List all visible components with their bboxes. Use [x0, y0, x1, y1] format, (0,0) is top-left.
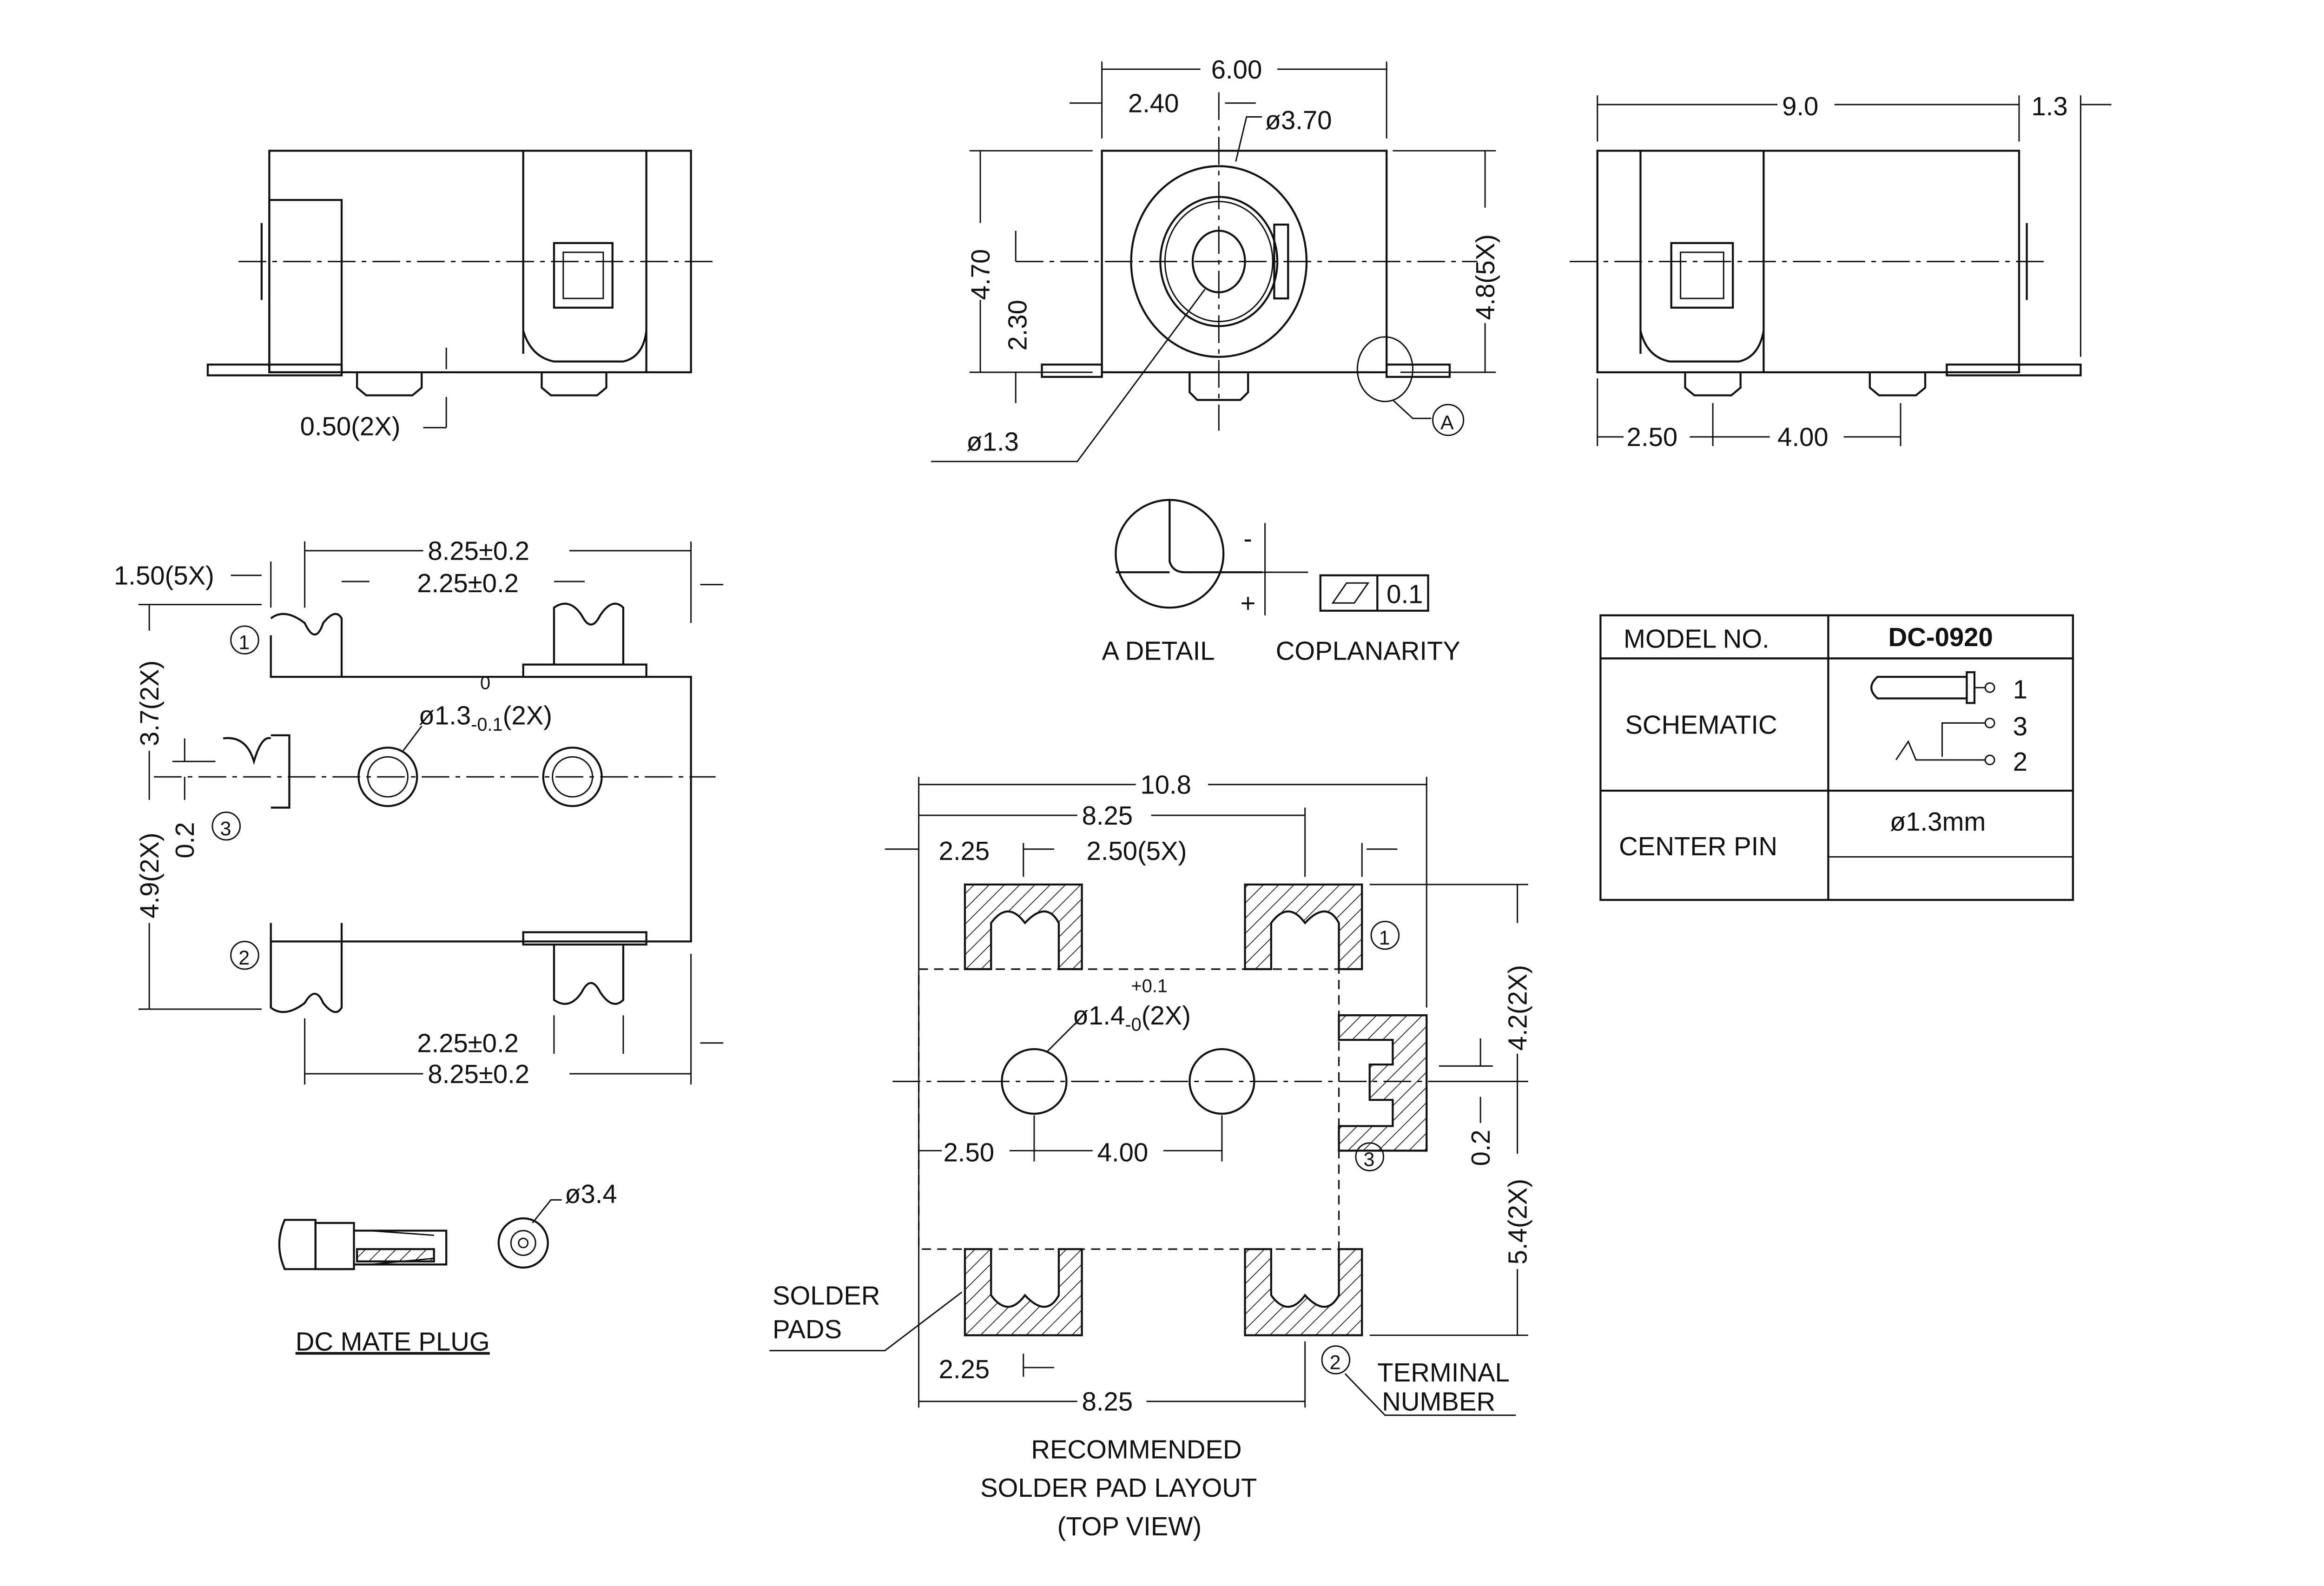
pin-2: 2: [2013, 747, 2027, 776]
flatness-icon: [1331, 582, 1370, 604]
hole-tol-upper: 0: [480, 673, 490, 694]
pad-hole-dim: ø1.4-0(2X): [1073, 1001, 1191, 1035]
hole-x2-dim: 4.00: [1097, 1138, 1149, 1167]
offset-dim: 2.40: [1128, 89, 1179, 118]
model-value: DC-0920: [1888, 622, 1993, 652]
plug-label: DC MATE PLUG: [296, 1327, 490, 1356]
pad-hole-dia: ø1.4: [1073, 1001, 1125, 1030]
detail-ref: A: [1440, 411, 1454, 434]
pad-width-dim: 2.25: [939, 836, 990, 866]
dc-mate-plug: ø3.4 DC MATE PLUG: [278, 1179, 617, 1356]
plus-sign: +: [1241, 588, 1256, 618]
pitch-dim: 2.50(5X): [1087, 836, 1187, 866]
top-span-dim: 8.25±0.2: [428, 536, 529, 566]
tab-width-dim: 1.50(5X): [114, 561, 214, 590]
height-right-dim: 4.8(5X): [1471, 234, 1500, 320]
layout-title-1: RECOMMENDED: [1031, 1434, 1241, 1464]
pad-hole-tol-lower: -0: [1125, 1014, 1141, 1035]
width-dim: 6.00: [1211, 55, 1262, 84]
spec-table: MODEL NO. DC-0920 SCHEMATIC 1 3 2 CENTER…: [1599, 614, 2074, 901]
bottom-view: 8.25±0.2 2.25±0.2 1.50(5X) 3.7(2X) 4.9(2…: [114, 536, 724, 1089]
terminal-3: 3: [220, 818, 231, 840]
hole-x1-dim: 2.50: [944, 1138, 995, 1167]
hole-dim: ø1.3-0.1(2X): [419, 701, 552, 735]
layout-title-2: SOLDER PAD LAYOUT: [980, 1473, 1257, 1502]
pad-hole-count: (2X): [1142, 1001, 1191, 1030]
upper-dim: 4.2(2X): [1503, 965, 1532, 1051]
coplanarity-label: COPLANARITY: [1276, 636, 1460, 666]
upper-height-dim: 3.7(2X): [135, 661, 164, 746]
solder-pad-layout: 10.8 8.25 2.25 2.50(5X) ø1.4-0(2X) +0.1 …: [769, 770, 1532, 1541]
pin-dia-dim: ø1.3: [966, 427, 1019, 456]
pad-offset-dim: 0.2: [1466, 1130, 1495, 1166]
lower-dim: 5.4(2X): [1503, 1179, 1532, 1264]
terminal-label-1: TERMINAL: [1377, 1358, 1510, 1387]
schematic-label: SCHEMATIC: [1625, 710, 1777, 740]
pin-3: 3: [2013, 712, 2027, 741]
pad-terminal-3: 3: [1364, 1149, 1375, 1171]
hole-dia: ø1.3: [419, 701, 471, 730]
bottom-span-dim: 8.25±0.2: [428, 1059, 529, 1089]
dim-b: 4.00: [1777, 423, 1829, 452]
pad-terminal-1: 1: [1379, 927, 1390, 949]
tab-dim: 1.3: [2031, 92, 2067, 121]
pad-hole-tol-upper: +0.1: [1131, 976, 1168, 997]
dim-a: 2.50: [1627, 423, 1678, 452]
schematic-icon: [1870, 671, 1995, 766]
detail-label: A DETAIL: [1102, 636, 1215, 666]
solder-pads-label-2: PADS: [772, 1315, 842, 1344]
center-pin-value: ø1.3mm: [1890, 807, 1986, 836]
center-pin-label: CENTER PIN: [1619, 832, 1777, 861]
coplanarity-tolerance: 0.1: [1386, 579, 1423, 608]
terminal-1: 1: [238, 632, 250, 654]
detail-a: - + 0.1 A DETAIL COPLANARITY: [1102, 499, 1460, 666]
side-view-left: 0.50(2X): [206, 150, 716, 441]
model-label: MODEL NO.: [1624, 624, 1769, 653]
terminal-2: 2: [238, 947, 250, 969]
hole-tol-lower: -0.1: [471, 714, 502, 735]
bottom-span-dim: 8.25: [1082, 1387, 1133, 1416]
pin-1: 1: [2013, 674, 2027, 704]
solder-pads-label-1: SOLDER: [772, 1281, 880, 1310]
minus-sign: -: [1243, 524, 1252, 553]
offset-dim: 0.2: [170, 822, 199, 858]
leg-dim: 0.50(2X): [300, 412, 401, 441]
top-tab-dim: 2.25±0.2: [417, 568, 519, 598]
outer-dia-dim: ø3.70: [1265, 106, 1332, 135]
length-dim: 9.0: [1782, 92, 1818, 121]
center-height-dim: 2.30: [1003, 300, 1032, 350]
bottom-pad-width-dim: 2.25: [939, 1355, 990, 1384]
pad-terminal-2: 2: [1330, 1351, 1341, 1374]
plug-dia: ø3.4: [565, 1179, 617, 1209]
span-dim: 8.25: [1082, 801, 1133, 830]
terminal-label-2: NUMBER: [1382, 1387, 1495, 1416]
height-dim: 4.70: [966, 249, 995, 300]
bottom-tab-dim: 2.25±0.2: [417, 1029, 519, 1058]
layout-title-3: (TOP VIEW): [1057, 1512, 1202, 1541]
front-view: 6.00 2.40 ø3.70 4.70 2.30 4.8(5X) ø1.3 A: [931, 55, 1500, 463]
hole-count: (2X): [503, 701, 552, 730]
lower-height-dim: 4.9(2X): [135, 833, 164, 918]
side-view-right: 9.0 1.3 2.50 4.00: [1570, 92, 2112, 452]
overall-dim: 10.8: [1140, 770, 1191, 800]
